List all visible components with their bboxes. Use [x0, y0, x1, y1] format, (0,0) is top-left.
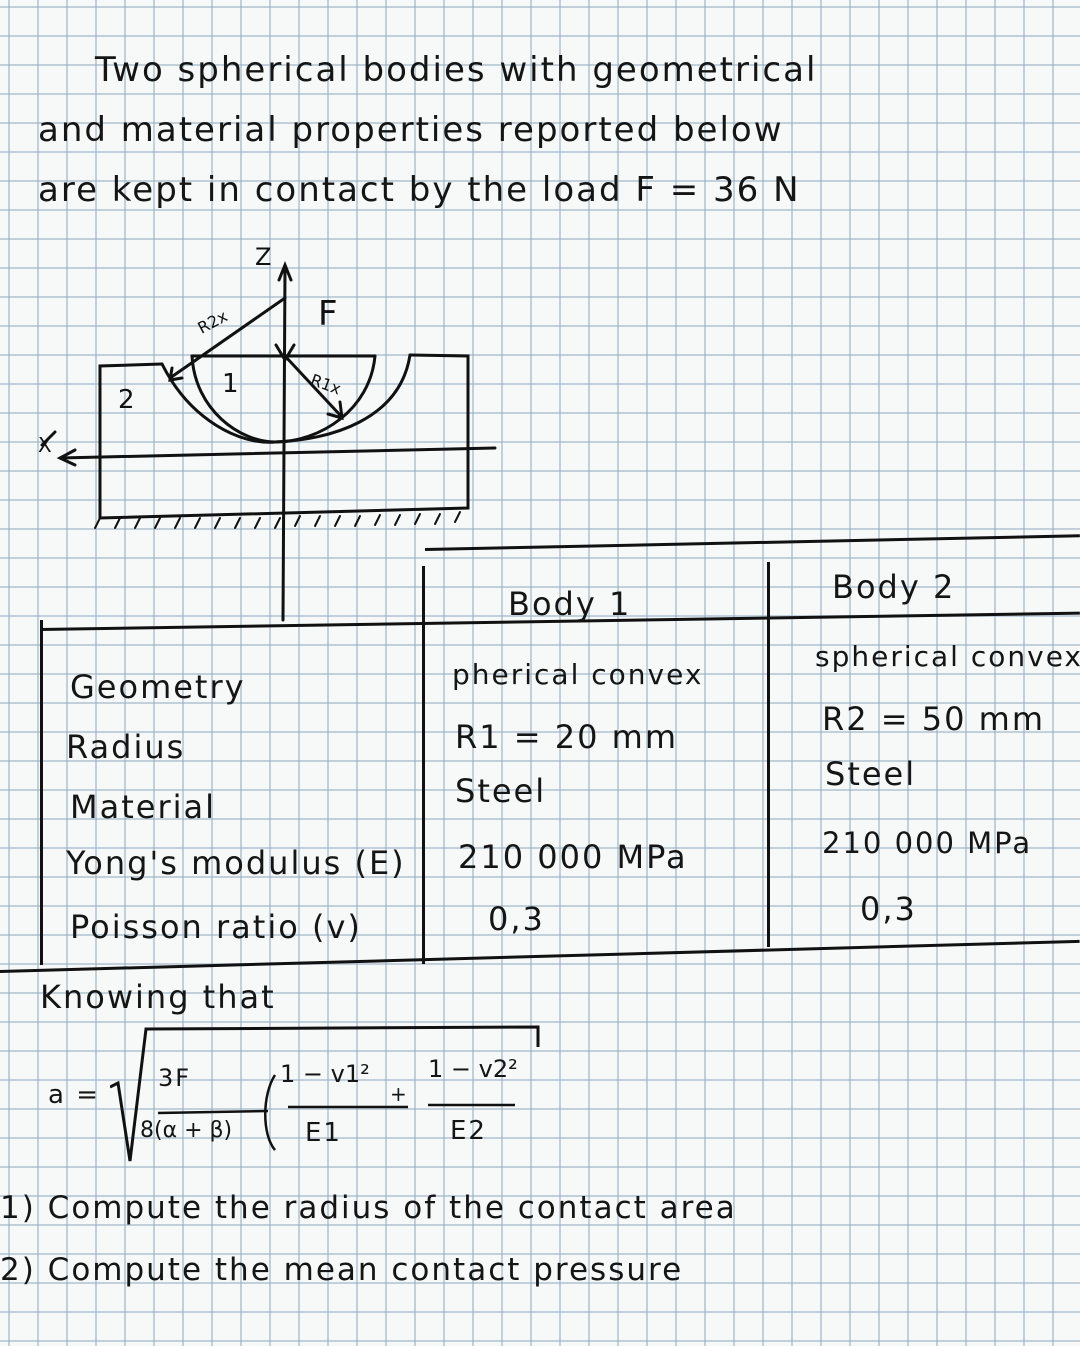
- row-label-geometry: Geometry: [70, 668, 246, 706]
- formula-numerator: 3F: [158, 1064, 192, 1092]
- axis-x-label: X: [38, 433, 52, 457]
- table-header-top-line: [424, 534, 1080, 551]
- body2-geometry: spherical convex: [815, 640, 1080, 673]
- table-col-divider-1: [422, 566, 425, 964]
- formula-plus: +: [390, 1082, 409, 1106]
- table-col-divider-2: [767, 562, 770, 947]
- formula-term2-denominator: E2: [450, 1116, 487, 1146]
- row-label-radius: Radius: [66, 728, 186, 766]
- force-label: F: [318, 294, 338, 334]
- table-header-body2: Body 2: [832, 568, 956, 606]
- axis-z-label: Z: [255, 243, 271, 271]
- intro-line-2: and material properties reported below: [38, 110, 784, 150]
- formula-denominator: 8(α + β): [140, 1118, 233, 1143]
- body1-label: 1: [222, 369, 239, 399]
- formula-term1-numerator: 1 − v1²: [280, 1060, 370, 1088]
- body2-youngs-modulus: 210 000 MPa: [822, 826, 1033, 860]
- body2-material: Steel: [825, 755, 917, 793]
- row-label-poisson-ratio: Poisson ratio (v): [70, 908, 362, 946]
- formula-term1-denominator: E1: [305, 1118, 342, 1148]
- body1-youngs-modulus: 210 000 MPa: [458, 838, 688, 876]
- body1-material: Steel: [455, 772, 547, 810]
- formula-lhs: a =: [48, 1080, 100, 1110]
- intro-line-3: are kept in contact by the load F = 36 N: [38, 170, 801, 210]
- body2-poisson-ratio: 0,3: [860, 890, 917, 928]
- body1-geometry: pherical convex: [452, 658, 704, 691]
- body2-radius: R2 = 50 mm: [822, 700, 1045, 738]
- formula-intro: Knowing that: [40, 978, 276, 1016]
- formula-term2-numerator: 1 − v2²: [428, 1055, 518, 1083]
- radius1-label: R1x: [308, 370, 343, 398]
- question-2: 2) Compute the mean contact pressure: [0, 1252, 684, 1288]
- body2-label: 2: [118, 385, 135, 415]
- radius2-label: R2x: [194, 306, 230, 337]
- question-1: 1) Compute the radius of the contact are…: [0, 1190, 737, 1226]
- table-left-border: [40, 620, 43, 965]
- row-label-youngs-modulus: Yong's modulus (E): [66, 844, 406, 882]
- body1-radius: R1 = 20 mm: [455, 718, 678, 756]
- row-label-material: Material: [70, 788, 216, 826]
- body1-poisson-ratio: 0,3: [488, 900, 545, 938]
- intro-line-1: Two spherical bodies with geometrical: [95, 50, 818, 90]
- contact-diagram: Z X F 1 2 R2x R1x: [38, 243, 497, 622]
- sqrt-sign: [110, 1025, 540, 1162]
- table-header-body1: Body 1: [508, 585, 632, 623]
